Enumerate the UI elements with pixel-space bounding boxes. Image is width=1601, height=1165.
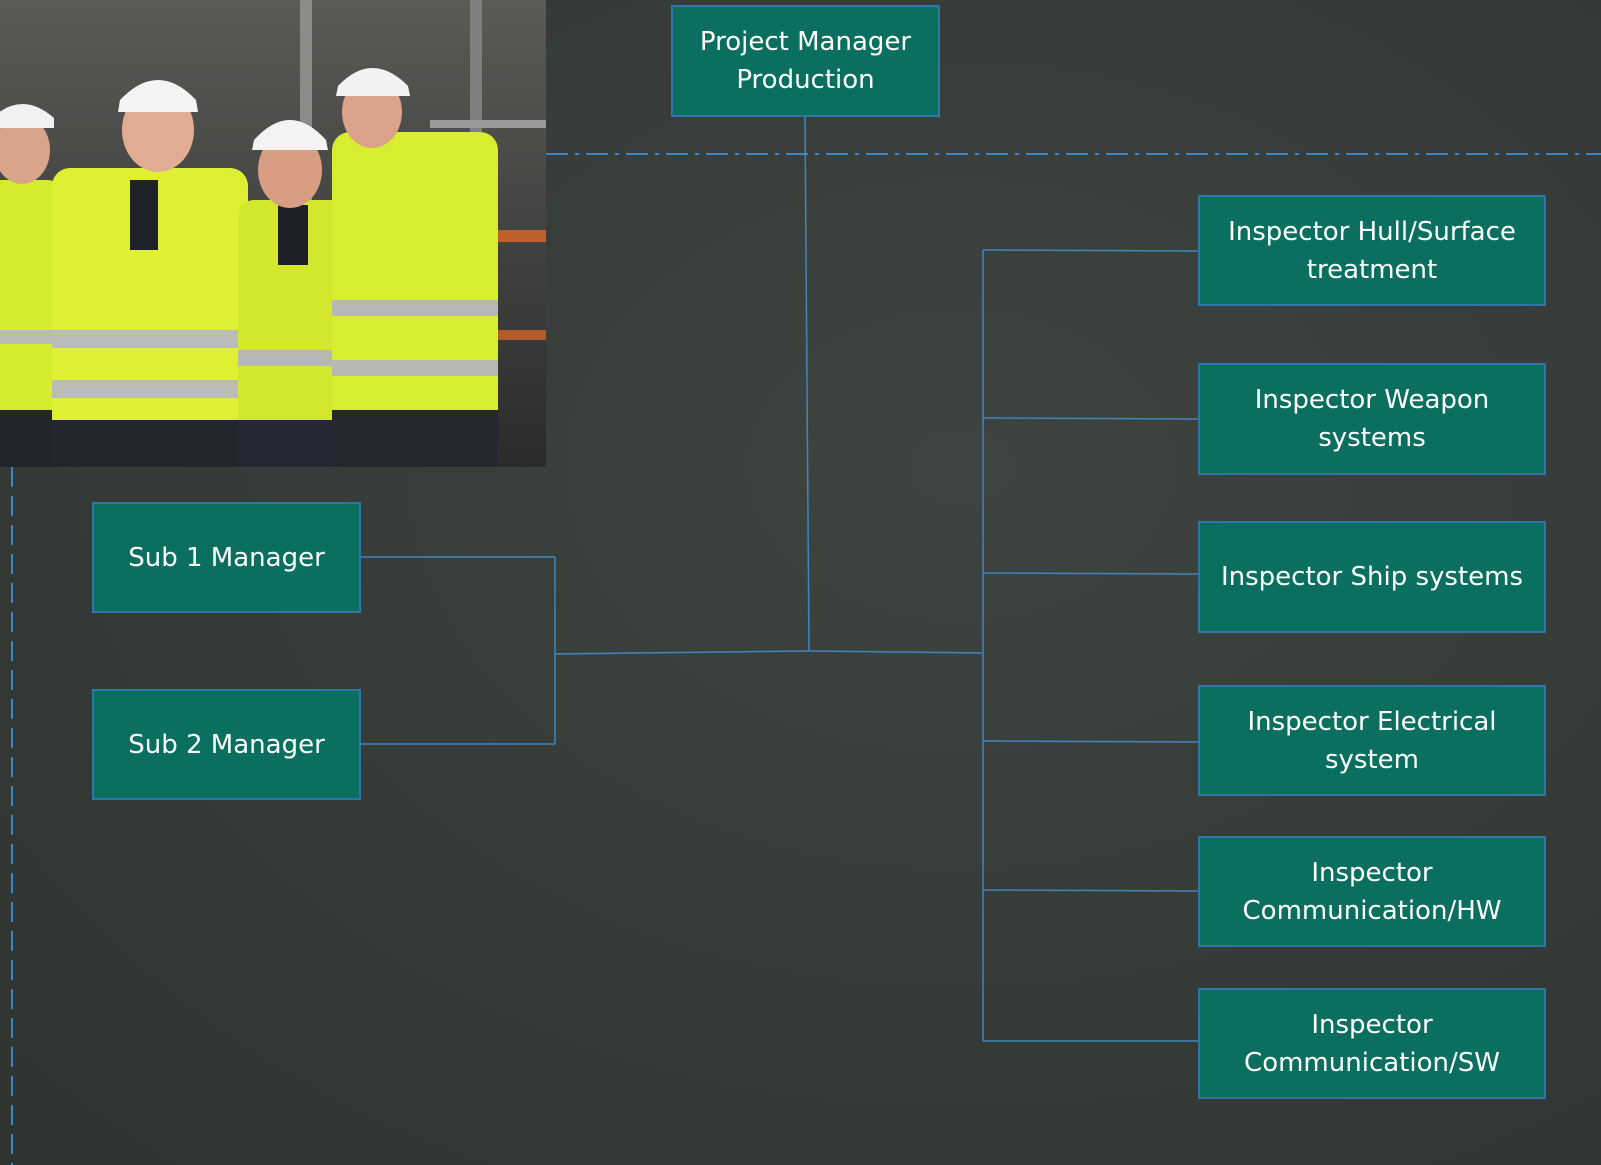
team-photo-illustration (0, 0, 546, 467)
node-project-manager-production: Project Manager Production (671, 5, 940, 117)
connector-spine-right (808, 650, 984, 654)
connector-inspector-5 (982, 889, 1199, 892)
node-sub-2-manager: Sub 2 Manager (92, 689, 361, 800)
connector-inspector-3 (982, 572, 1199, 575)
connector-top-down (804, 116, 810, 652)
connector-inspector-4 (982, 740, 1199, 743)
team-photo (0, 0, 546, 467)
node-inspector-weapon-systems: Inspector Weapon systems (1198, 363, 1546, 475)
node-inspector-electrical-system: Inspector Electrical system (1198, 685, 1546, 796)
node-inspector-communication-hw: Inspector Communication/HW (1198, 836, 1546, 947)
node-inspector-communication-sw: Inspector Communication/SW (1198, 988, 1546, 1099)
connector-inspector-2 (982, 417, 1199, 420)
node-inspector-ship-systems: Inspector Ship systems (1198, 521, 1546, 633)
connector-inspector-1 (982, 249, 1199, 252)
connector-spine-left (554, 650, 810, 655)
node-inspector-hull-surface: Inspector Hull/Surface treatment (1198, 195, 1546, 306)
node-sub-1-manager: Sub 1 Manager (92, 502, 361, 613)
